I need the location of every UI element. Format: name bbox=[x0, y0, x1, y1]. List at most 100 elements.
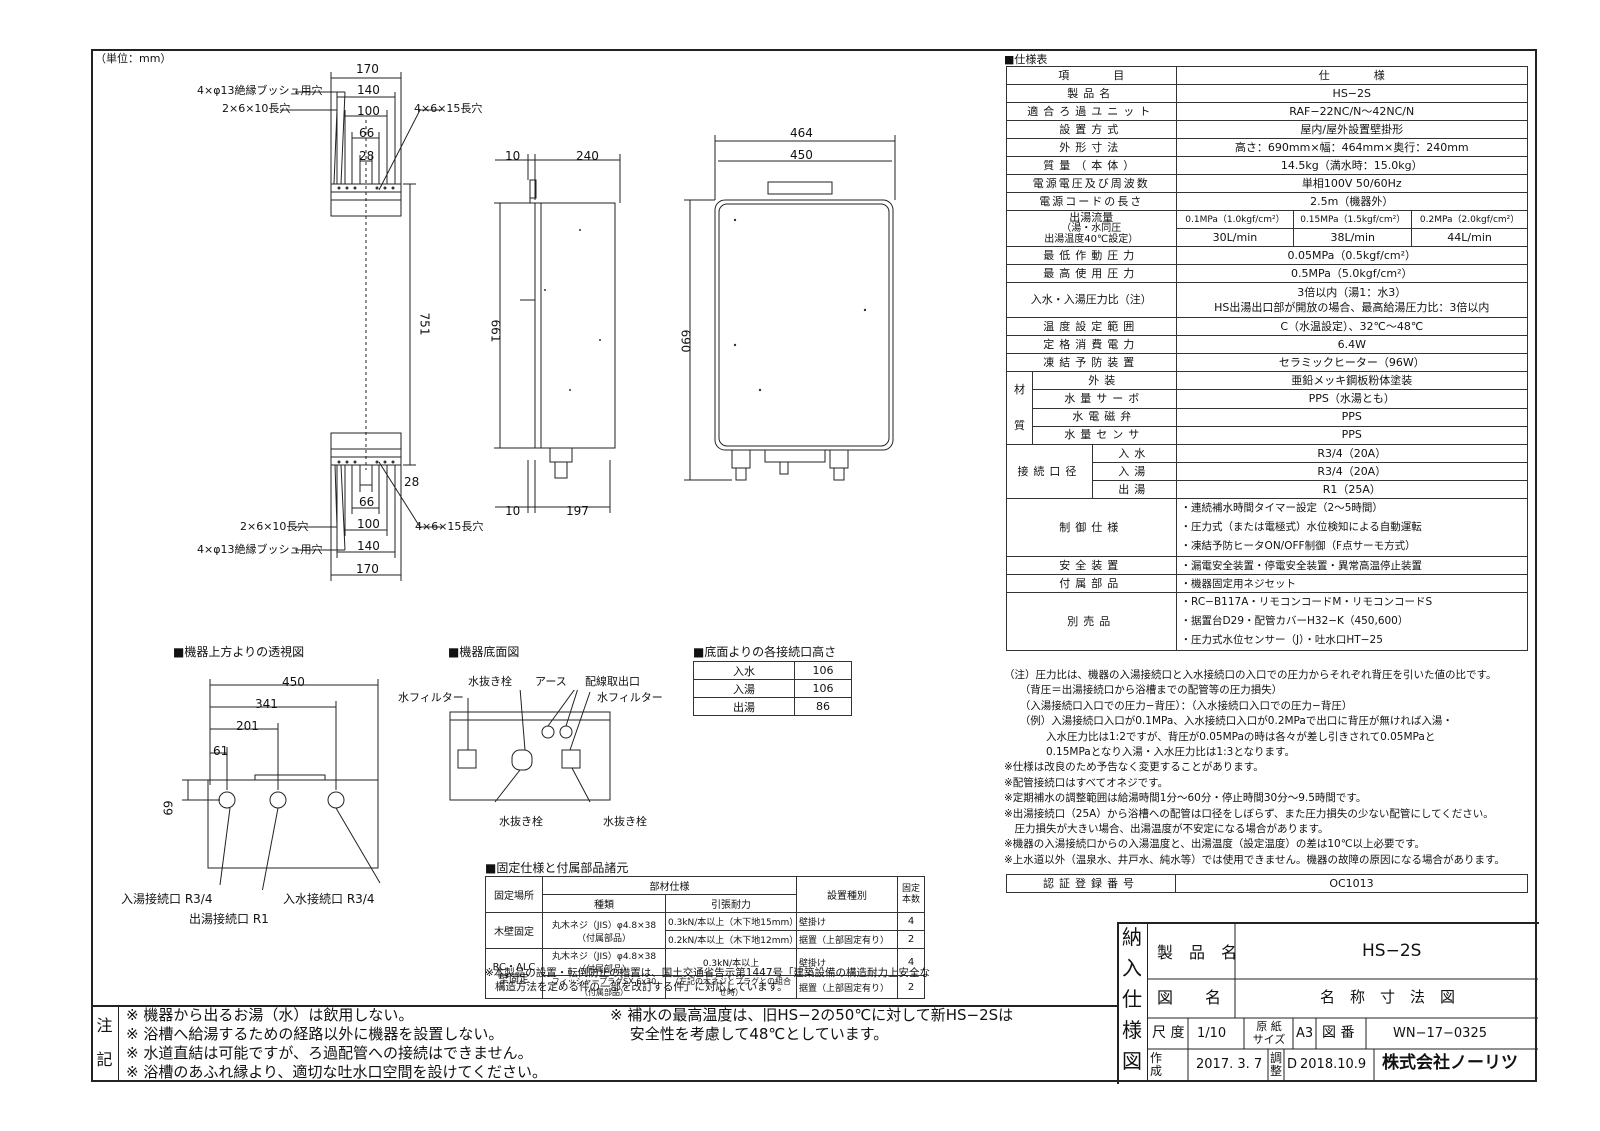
label-drain-plug-bottom-right: 水抜き栓 bbox=[603, 815, 647, 828]
front-bracket-view bbox=[280, 72, 442, 581]
drawing-name-value: 名 称 寸 法 図 bbox=[1320, 988, 1456, 1006]
paper-size-label: 原 紙サイズ bbox=[1252, 1020, 1286, 1046]
table-row: 項 目仕 様 bbox=[1006, 66, 1529, 85]
dim-751: 751 bbox=[417, 312, 432, 336]
dim-main-690: 690 bbox=[678, 329, 693, 353]
dim-100-top: 100 bbox=[357, 104, 380, 118]
side-view bbox=[494, 154, 621, 513]
notes-divider bbox=[91, 1005, 1118, 1007]
main-front-view bbox=[684, 135, 896, 481]
dim-top-69: 69 bbox=[160, 800, 175, 816]
table-row: フィッシャープラグSX 6x30（付属部品）（左記の木ネジとプラグとの組合せ時）… bbox=[486, 975, 925, 999]
label-slot-bottom-right: 4×6×15長穴 bbox=[415, 520, 484, 533]
table-row: 安全装置・漏電安全装置・停電安全装置・異常高温停止装置 bbox=[1006, 556, 1529, 575]
drawing-number-label: 図 番 bbox=[1322, 1025, 1355, 1041]
adjust-label: 調整 bbox=[1270, 1051, 1283, 1078]
label-bush-hole-bottom: 4×φ13絶縁ブッシュ用穴 bbox=[197, 543, 323, 556]
dim-100-bottom: 100 bbox=[357, 517, 380, 531]
dim-170-bottom: 170 bbox=[356, 562, 379, 576]
table-row: 外形寸法高さ：690mm×幅：464mm×奥行：240mm bbox=[1006, 138, 1529, 157]
product-name-label: 製 品 名 bbox=[1157, 943, 1238, 962]
dim-28-top: 28 bbox=[359, 149, 375, 163]
dim-28-bottom: 28 bbox=[404, 475, 420, 489]
fix-table-title: ■固定仕様と付属部品諸元 bbox=[485, 861, 629, 875]
dim-top-201: 201 bbox=[236, 719, 259, 733]
label-slot-top-right: 4×6×15長穴 bbox=[414, 102, 483, 115]
dim-side-10-top: 10 bbox=[505, 149, 521, 163]
company-name: 株式会社ノーリツ bbox=[1382, 1053, 1518, 1073]
scale-value: 1/10 bbox=[1197, 1026, 1227, 1041]
bottom-view bbox=[449, 690, 611, 803]
dim-side-197: 197 bbox=[566, 504, 589, 518]
table-row: 0.2kN/本以上（木下地12mm）据置（上部固定有り）2 bbox=[486, 930, 925, 949]
paper-size-value: A3 bbox=[1296, 1026, 1314, 1041]
dim-top-450: 450 bbox=[282, 675, 305, 689]
notes-side-label: 注記 bbox=[91, 1005, 119, 1082]
table-row: RC・ALC壁固定丸木ネジ（JIS）φ4.8×38（付属部品）0.3kN/本以上… bbox=[485, 948, 925, 999]
bottom-notes-right: ※ 補水の最高温度は、旧HS−2の50℃に対して新HS−2Sは 安全性を考慮して… bbox=[610, 1006, 1014, 1043]
table-row: 凍結予防装置セラミックヒーター（96W） bbox=[1006, 353, 1529, 372]
unit-label: （単位：mm） bbox=[95, 52, 172, 65]
fix-table: 固定場所 部材仕様 設置種別 固定本数 種類引張耐力 木壁固定丸木ネジ（JIS）… bbox=[485, 876, 925, 999]
title-block-grid bbox=[1148, 922, 1538, 1082]
adjust-date: 2018.10.9 bbox=[1300, 1057, 1367, 1072]
conn-heights-title: ■底面よりの各接続口高さ bbox=[693, 645, 837, 659]
made-date: 2017. 3. 7 bbox=[1196, 1057, 1263, 1072]
spec-title: ■仕様表 bbox=[1004, 53, 1048, 66]
drawing-name-label: 図 名 bbox=[1157, 988, 1222, 1007]
label-water-filter-left: 水フィルター bbox=[398, 691, 464, 704]
title-block bbox=[1117, 922, 1539, 1084]
dim-140-top: 140 bbox=[357, 83, 380, 97]
label-inlet-water: 入水接続口 R3/4 bbox=[283, 892, 375, 906]
product-name-value: HS−2S bbox=[1362, 941, 1422, 961]
table-row: 入水・入湯圧力比（注）3倍以内（湯1：水3）HS出湯出口部が開放の場合、最高給湯… bbox=[1006, 282, 1529, 318]
label-outlet: 出湯接続口 R1 bbox=[189, 912, 269, 926]
label-drain-plug-top: 水抜き栓 bbox=[468, 675, 512, 688]
bottom-notes-left: ※ 機器から出るお湯（水）は飲用しない。※ 浴槽へ給湯するための経路以外に機器を… bbox=[126, 1006, 547, 1081]
dim-side-240: 240 bbox=[576, 149, 599, 163]
table-row: 木壁固定丸木ネジ（JIS）φ4.8×38（付属部品）0.3kN/本以上（木下地1… bbox=[485, 912, 925, 949]
label-slot-top-left: 2×6×10長穴 bbox=[222, 102, 291, 115]
table-row: 出湯流量 （湯・水同圧出湯温度40℃設定） 0.1MPa（1.0kgf/cm²）… bbox=[1006, 210, 1528, 247]
dim-top-61: 61 bbox=[213, 744, 229, 758]
dim-66-top: 66 bbox=[359, 126, 375, 140]
table-row: 材質外装亜鉛メッキ鋼板粉体塗装 bbox=[1006, 370, 1529, 445]
table-row: 電源電圧及び周波数単相100V 50/60Hz bbox=[1006, 174, 1529, 193]
dim-side-10-bottom: 10 bbox=[505, 504, 521, 518]
table-row: 制御仕様・連続補水時間タイマー設定（2〜5時間）・圧力式（または電極式）水位検知… bbox=[1006, 498, 1529, 557]
dim-main-450: 450 bbox=[790, 148, 813, 162]
table-row: 質量（本体）14.5kg（満水時：15.0kg） bbox=[1006, 156, 1529, 175]
made-label: 作成 bbox=[1150, 1051, 1163, 1078]
table-row: 別売品・RC−B117A・リモコンコードM・リモコンコードS・据置台D29・配管… bbox=[1006, 592, 1529, 651]
dim-140-bottom: 140 bbox=[357, 539, 380, 553]
revision-letter: D bbox=[1287, 1057, 1298, 1072]
dim-main-464: 464 bbox=[790, 126, 813, 140]
label-bush-hole-top: 4×φ13絶縁ブッシュ用穴 bbox=[197, 84, 323, 97]
label-water-filter-right: 水フィルター bbox=[597, 691, 663, 704]
dim-side-661: 661 bbox=[488, 319, 503, 343]
dim-170-top: 170 bbox=[356, 62, 379, 76]
bottom-view-title: ■機器底面図 bbox=[448, 645, 520, 659]
top-perspective-view bbox=[182, 679, 381, 890]
label-slot-bottom-left: 2×6×10長穴 bbox=[240, 520, 309, 533]
table-row: 固定場所 部材仕様 設置種別 固定本数 bbox=[485, 876, 925, 913]
label-inlet-hot: 入湯接続口 R3/4 bbox=[121, 892, 213, 906]
table-row: 付属部品・機器固定用ネジセット bbox=[1006, 574, 1529, 593]
